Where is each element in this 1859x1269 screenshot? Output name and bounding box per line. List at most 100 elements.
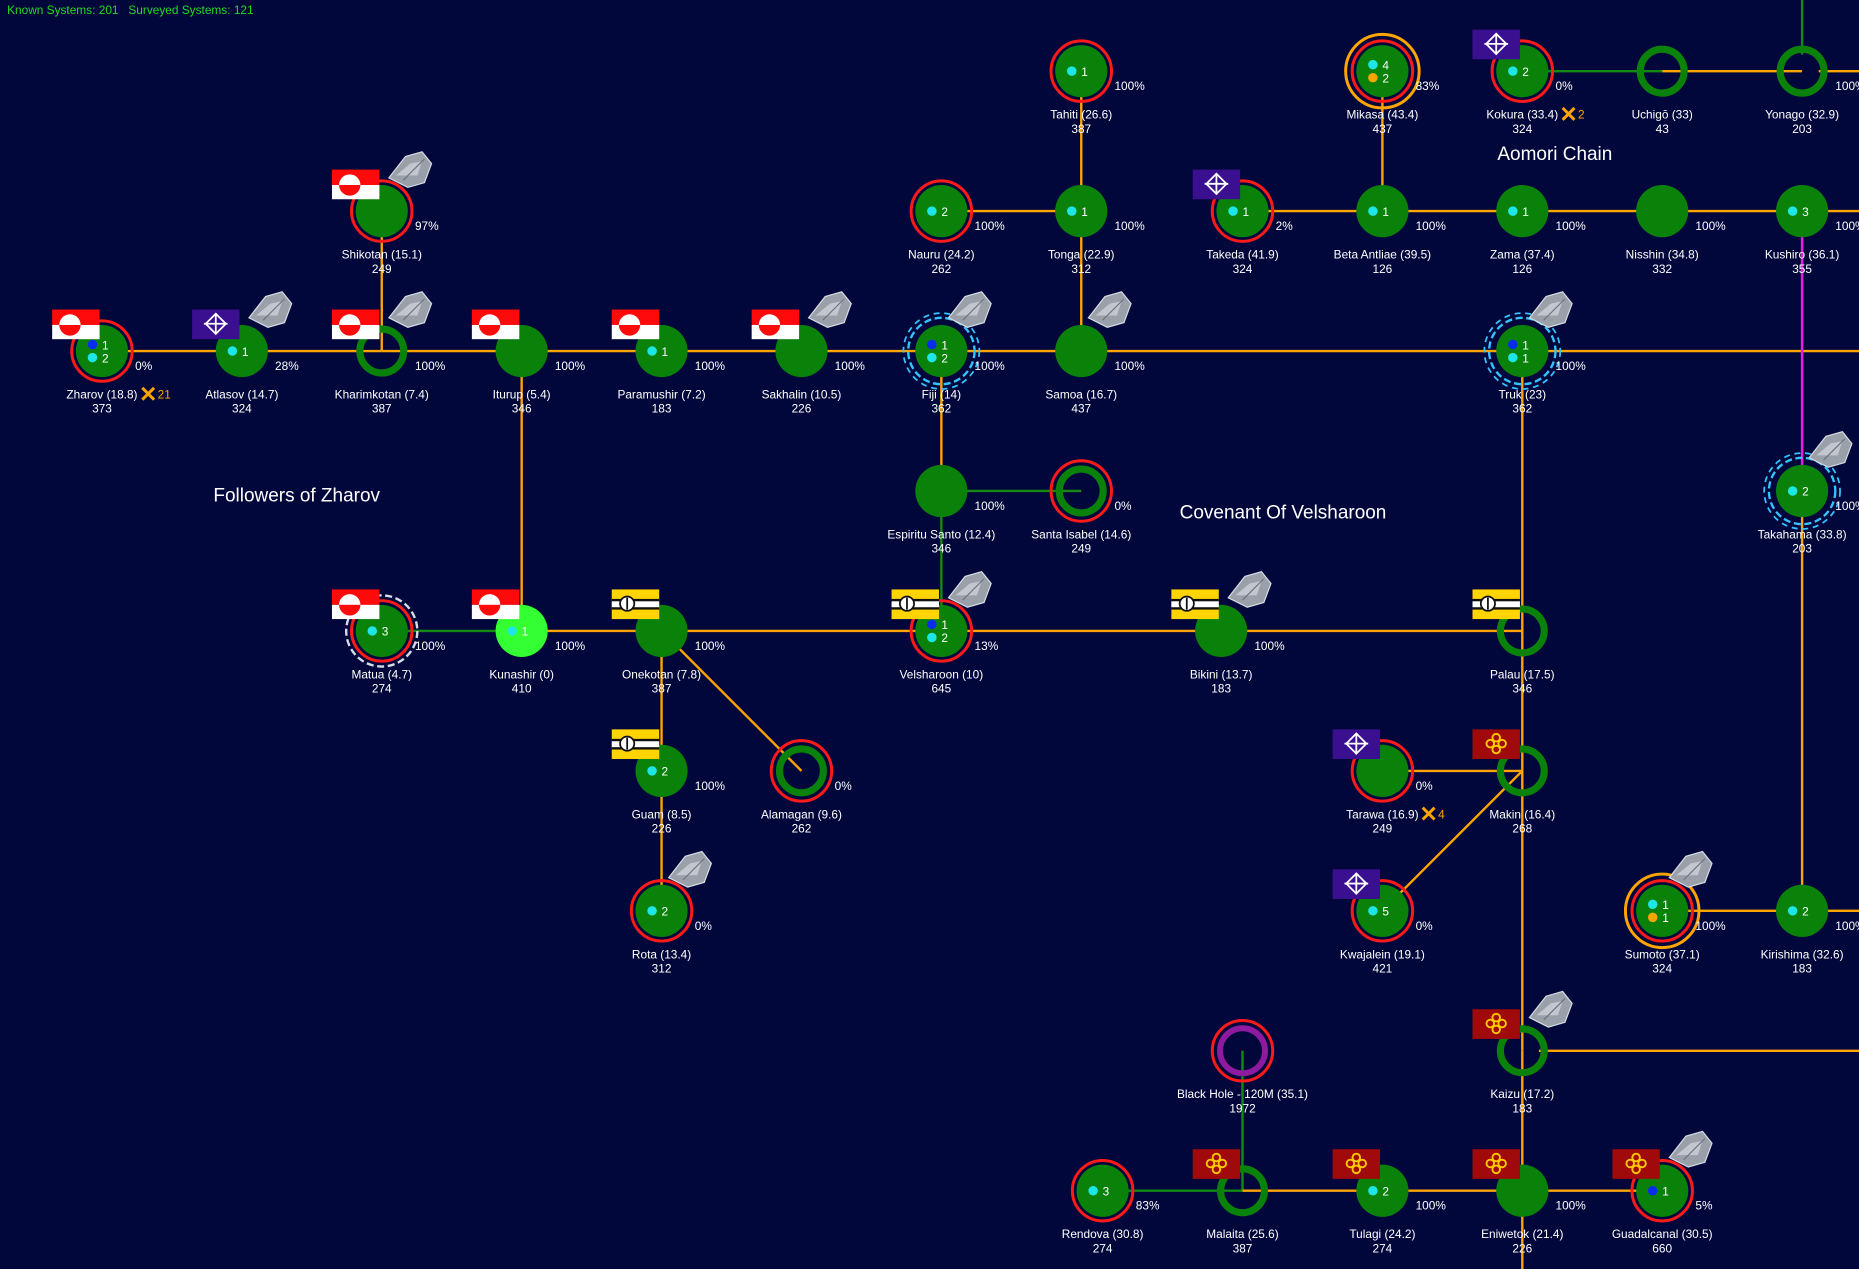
system-yonago[interactable]: 100%Yonago (32.9)203 (1765, 45, 1859, 136)
survey-percent: 100% (1555, 359, 1586, 373)
threat-marker[interactable]: 2 (1561, 106, 1585, 122)
system-black-hole[interactable]: Black Hole - 120M (35.1)1972 (1177, 1019, 1308, 1116)
system-body[interactable] (915, 185, 968, 238)
system-name: Palau (17.5) (1490, 667, 1555, 681)
system-body[interactable] (1776, 45, 1828, 97)
black-hole-body[interactable] (1217, 1025, 1268, 1077)
system-body[interactable] (1636, 185, 1689, 238)
system-santa-isabel[interactable]: 0%Santa Isabel (14.6)249 (1031, 459, 1132, 556)
system-body[interactable] (1055, 324, 1108, 378)
route-makin-kwajalein[interactable] (1381, 770, 1524, 912)
system-takeda[interactable]: 12%Takeda (41.9)324 (1192, 169, 1294, 276)
system-body[interactable] (915, 324, 968, 378)
system-guadalcanal[interactable]: 15%Guadalcanal (30.5)660 (1612, 1130, 1713, 1255)
system-body[interactable] (1496, 745, 1548, 797)
system-body[interactable] (1776, 884, 1829, 937)
system-shikotan[interactable]: 97%Shikotan (15.1)249 (331, 151, 439, 276)
system-atlasov[interactable]: 128%Atlasov (14.7)324 (192, 291, 299, 416)
system-body[interactable] (1055, 45, 1108, 98)
system-kharimkotan[interactable]: 100%Kharimkotan (7.4)387 (331, 291, 446, 416)
system-name-text: Kirishima (1761, 947, 1810, 961)
system-population: 183 (1512, 1101, 1532, 1115)
system-kwajalein[interactable]: 50%Kwajalein (19.1)421 (1332, 869, 1434, 976)
system-uchigo[interactable]: Uchigō (33)43 (1632, 45, 1693, 136)
population-count: 2 (1382, 1184, 1389, 1198)
system-body[interactable] (775, 745, 827, 797)
jump-distance: (4.7) (384, 667, 412, 681)
system-body[interactable] (1356, 185, 1409, 238)
population-count: 2 (941, 351, 948, 365)
system-makin[interactable]: Makin (16.4)268 (1472, 729, 1556, 836)
threat-marker[interactable]: 4 (1421, 806, 1445, 821)
system-eniwetok[interactable]: 100%Eniwetok (21.4)226 (1472, 1149, 1587, 1255)
system-iturup[interactable]: 100%Iturup (5.4)346 (471, 309, 586, 416)
system-onekotan[interactable]: 100%Onekotan (7.8)387 (611, 589, 726, 696)
system-palau[interactable]: Palau (17.5)346 (1472, 589, 1555, 696)
system-malaita[interactable]: Malaita (25.6)387 (1192, 1149, 1279, 1255)
system-sakhalin[interactable]: 100%Sakhalin (10.5)226 (751, 291, 866, 416)
system-name-text: Iturup (493, 387, 524, 401)
survey-percent: 5% (1695, 1199, 1713, 1213)
system-population: 126 (1373, 262, 1393, 276)
system-nisshin[interactable]: 100%Nisshin (34.8)332 (1626, 185, 1726, 276)
system-body[interactable] (1496, 1025, 1548, 1077)
system-body[interactable] (1636, 884, 1689, 937)
system-body[interactable] (1776, 464, 1829, 518)
system-body[interactable] (1636, 45, 1688, 97)
system-body[interactable] (356, 325, 408, 377)
system-kaizu[interactable]: Kaizu (17.2)183 (1472, 990, 1573, 1115)
system-body[interactable] (1076, 1164, 1129, 1217)
system-body[interactable] (1496, 185, 1549, 238)
population-count: 2 (941, 205, 948, 219)
population-dot (1368, 906, 1378, 916)
system-body[interactable] (1356, 45, 1409, 98)
system-body[interactable] (1217, 1165, 1268, 1217)
system-body[interactable] (915, 464, 968, 518)
system-population: 324 (1512, 122, 1532, 136)
system-name-text: Eniwetok (1481, 1227, 1529, 1241)
warship-icon (1227, 570, 1272, 608)
hostile-ring (1049, 459, 1113, 523)
system-espiritu-santo[interactable]: 100%Espiritu Santo (12.4)346 (887, 464, 1005, 556)
system-body[interactable] (635, 884, 688, 937)
system-samoa[interactable]: 100%Samoa (16.7)437 (1045, 291, 1145, 416)
system-body[interactable] (1776, 185, 1829, 238)
system-rendova[interactable]: 383%Rendova (30.8)274 (1062, 1158, 1160, 1255)
jump-distance: (25.6) (1244, 1227, 1278, 1241)
system-rota[interactable]: 20%Rota (13.4)312 (629, 850, 712, 976)
survey-percent: 100% (975, 359, 1006, 373)
system-bikini[interactable]: 100%Bikini (13.7)183 (1171, 570, 1285, 696)
route-onekotan-alamagan[interactable] (660, 630, 803, 772)
system-body[interactable] (1496, 324, 1549, 378)
system-population: 355 (1792, 262, 1812, 276)
system-body[interactable] (1055, 465, 1107, 517)
threat-marker[interactable]: 21 (141, 386, 171, 401)
system-body[interactable] (1496, 605, 1548, 657)
hostile-ring (909, 179, 974, 243)
system-alamagan[interactable]: 0%Alamagan (9.6)262 (761, 739, 852, 836)
system-body[interactable] (1055, 185, 1108, 238)
